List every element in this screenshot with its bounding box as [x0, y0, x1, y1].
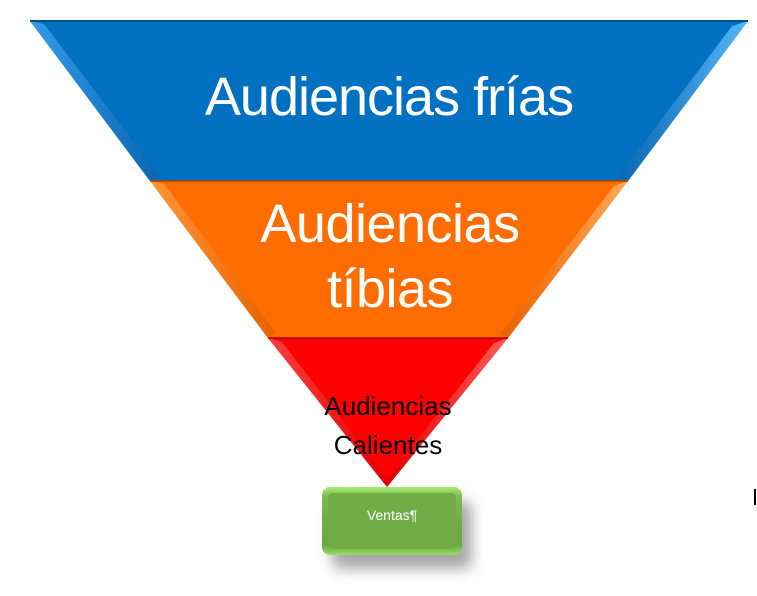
sales-label: Ventas¶ [366, 507, 418, 523]
funnel-label-cold: Audiencias frías [204, 67, 574, 127]
funnel-level-warm [150, 180, 628, 338]
funnel-label-warm-line2: tíbias [326, 258, 454, 319]
sales-box[interactable]: Ventas¶ [322, 487, 462, 555]
funnel-label-warm: Audiencias tíbias [190, 192, 590, 322]
funnel-label-hot: Audiencias Calientes [268, 387, 508, 465]
funnel-level-hot [268, 337, 508, 487]
funnel-label-hot-line1: Audiencias [324, 391, 452, 421]
text-cursor-mark [754, 489, 756, 505]
funnel-level-cold [30, 20, 748, 181]
funnel-label-hot-line2: Calientes [333, 430, 443, 460]
funnel-label-warm-line1: Audiencias [260, 194, 520, 254]
